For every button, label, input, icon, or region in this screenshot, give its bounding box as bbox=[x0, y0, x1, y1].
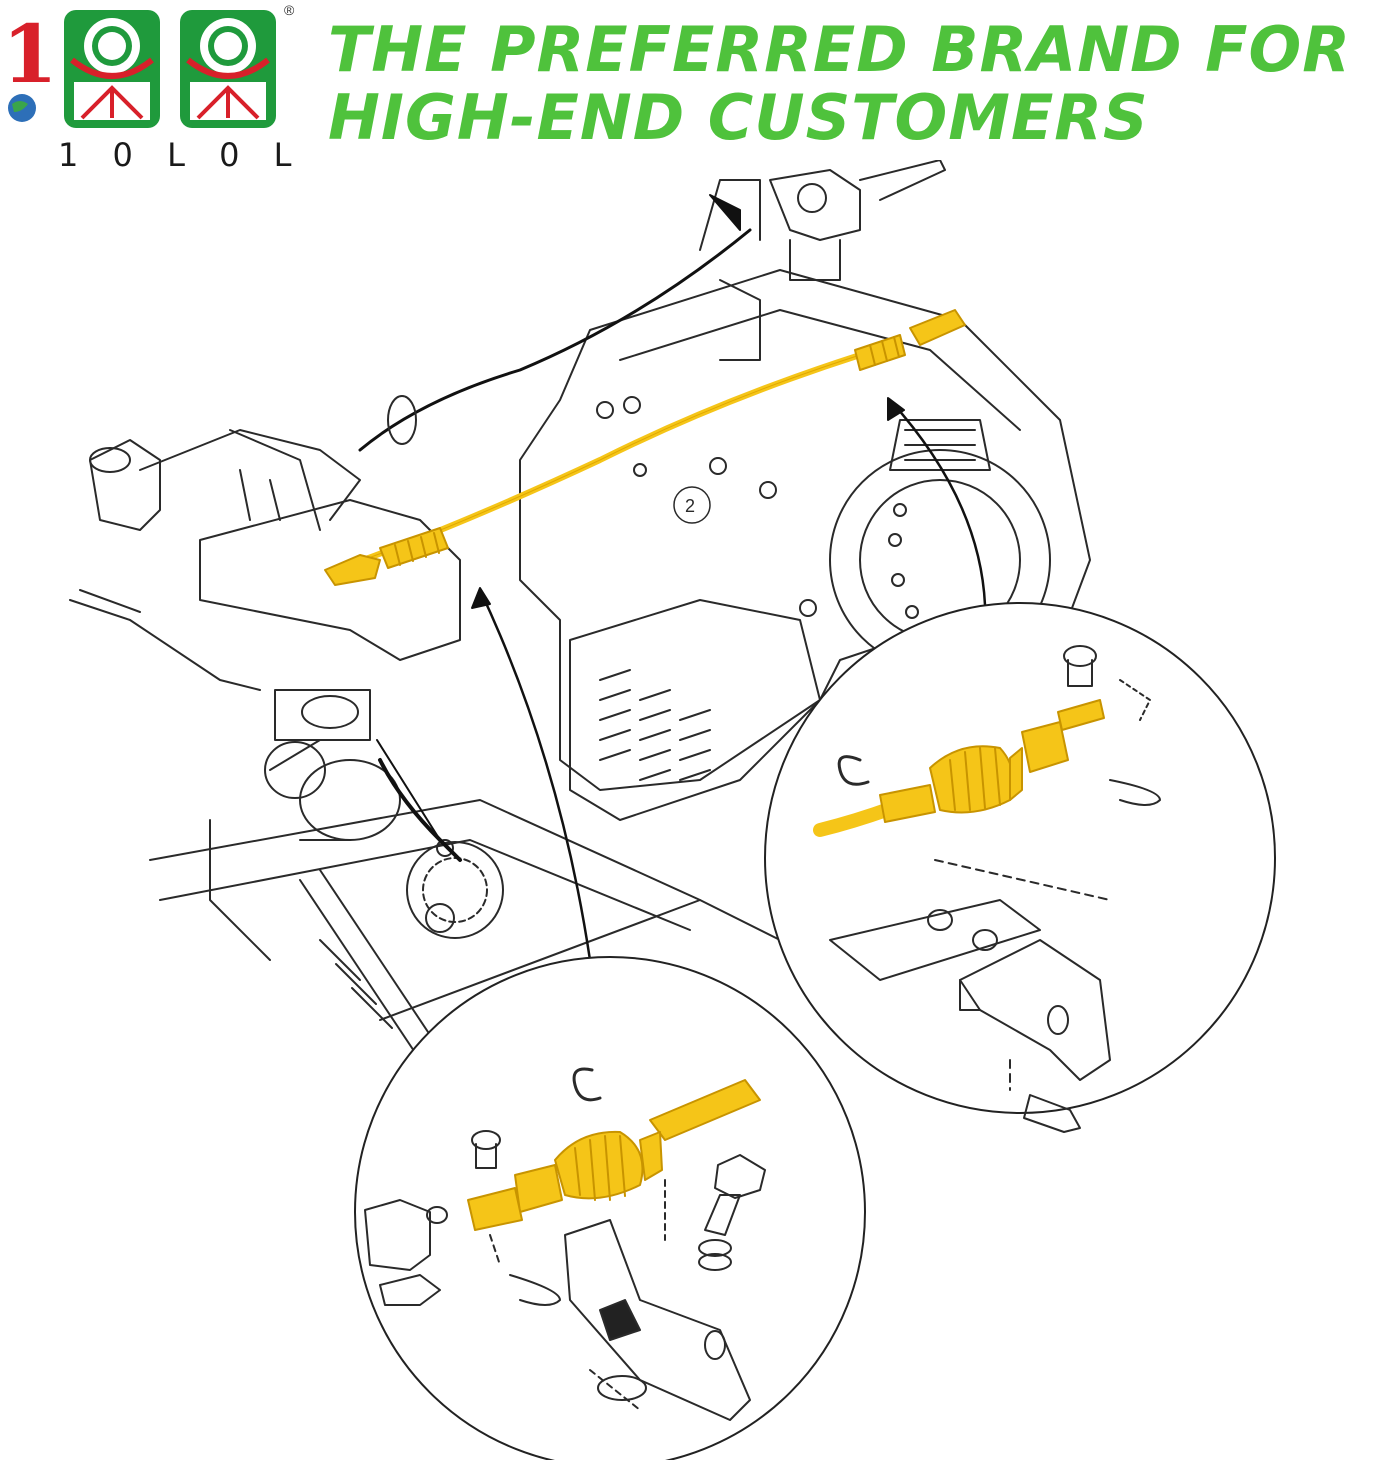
headline-line-2: HIGH-END CUSTOMERS bbox=[328, 81, 1149, 154]
headline-line-1: THE PREFERRED BRAND FOR bbox=[328, 13, 1351, 86]
arrow-head-icon bbox=[471, 587, 491, 609]
grommet-icon bbox=[387, 395, 417, 445]
engine-cable-diagram: 2 bbox=[69, 160, 1276, 1460]
arrow-head-icon bbox=[887, 397, 905, 421]
detail-circle-right bbox=[764, 602, 1276, 1133]
arrow-icon bbox=[709, 194, 741, 231]
callout-number: 2 bbox=[685, 496, 695, 516]
detail-circle-left bbox=[354, 956, 866, 1460]
brand-name: 1 0 L 0 L bbox=[58, 136, 304, 174]
engine-outline bbox=[69, 160, 1091, 1061]
registered-mark: ® bbox=[284, 2, 295, 18]
brand-logo: 1 ® bbox=[0, 0, 300, 170]
leader-arrows bbox=[478, 398, 987, 962]
logo-mark-icon: 1 bbox=[2, 7, 276, 128]
throttle-cable bbox=[358, 228, 752, 862]
svg-text:1: 1 bbox=[2, 7, 58, 101]
headline: THE PREFERRED BRAND FOR HIGH-END CUSTOME… bbox=[328, 16, 1378, 152]
shift-cable-highlight bbox=[324, 309, 966, 586]
